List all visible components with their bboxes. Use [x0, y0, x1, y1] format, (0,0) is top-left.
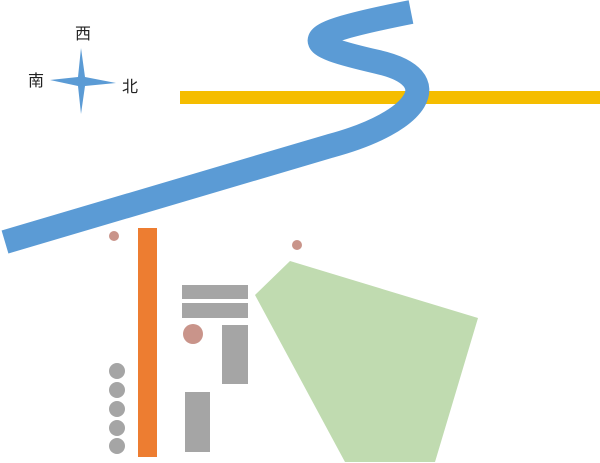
building — [185, 392, 210, 452]
stone — [109, 363, 125, 379]
stone-row — [109, 363, 125, 454]
stone — [109, 420, 125, 436]
compass-label-west: 西 — [75, 24, 91, 43]
building — [182, 285, 248, 299]
building — [182, 303, 248, 318]
stone — [109, 438, 125, 454]
wall — [138, 228, 157, 457]
building — [222, 325, 248, 384]
stone — [109, 401, 125, 417]
marker-dot — [292, 240, 302, 250]
marker-dot — [109, 231, 119, 241]
stone — [109, 382, 125, 398]
compass-star-icon — [50, 48, 116, 114]
compass-label-south: 南 — [28, 71, 44, 90]
tree — [183, 324, 203, 344]
road — [180, 91, 600, 104]
river — [1, 0, 430, 254]
compass-rose: 西 南 北 — [28, 24, 138, 114]
compass-label-north: 北 — [122, 77, 138, 96]
field — [255, 261, 478, 462]
